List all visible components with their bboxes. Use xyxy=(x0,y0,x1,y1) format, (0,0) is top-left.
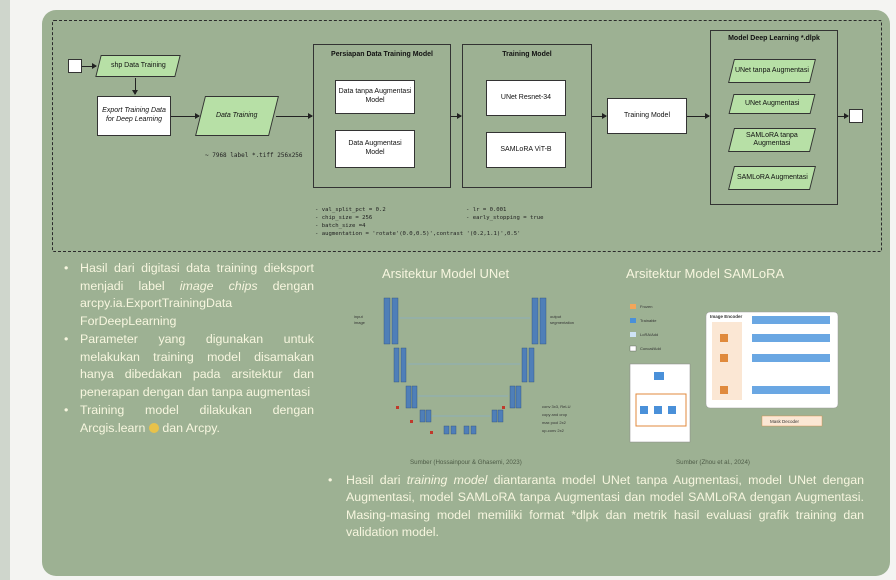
arrow-prep-train xyxy=(451,113,462,119)
out-samlora-aug: SAMLoRA Augmentasi xyxy=(728,166,816,190)
out-samlora-no-aug: SAMLoRA tanpa Augmentasi xyxy=(728,128,816,152)
arrow-export-data xyxy=(171,113,200,119)
arrow-model-output xyxy=(687,113,710,119)
svg-text:output: output xyxy=(550,314,562,319)
arrow-start xyxy=(82,63,97,69)
svg-text:image: image xyxy=(354,320,366,325)
train-title: Training Model xyxy=(502,51,552,58)
params-left: - val_split_pct = 0.2 - chip_size = 256 … xyxy=(315,207,521,238)
samlora-title: Arsitektur Model SAMLoRA xyxy=(626,266,785,281)
prep-aug-box: Data Augmentasi Model xyxy=(335,130,415,168)
svg-text:conv 3x3, ReLU: conv 3x3, ReLU xyxy=(542,404,571,409)
end-terminal xyxy=(849,109,863,123)
samlora-box: SAMLoRA ViT-B xyxy=(486,132,566,168)
arrow-data-prep xyxy=(276,113,313,119)
params-right: - lr = 0.001 - early_stopping = true xyxy=(466,207,544,222)
arcgis-emoji-icon xyxy=(148,422,159,433)
svg-text:max pool 2x2: max pool 2x2 xyxy=(542,420,567,425)
data-training-note: ~ 7968 label *.tiff 256x256 xyxy=(205,152,303,159)
legend-lora: LoRA/Add xyxy=(640,332,658,337)
training-model-box: Training Model xyxy=(607,98,687,134)
summary-paragraph: Hasil dari training model diantaranta mo… xyxy=(324,472,864,541)
left-border-strip xyxy=(0,0,10,580)
prep-no-aug-box: Data tanpa Augmentasi Model xyxy=(335,80,415,114)
svg-text:copy and crop: copy and crop xyxy=(542,412,568,417)
prep-title: Persiapan Data Training Model xyxy=(331,51,433,58)
legend-trainable: Trainable xyxy=(640,318,657,323)
bullet-item-export: Hasil dari digitasi data training dieksp… xyxy=(58,260,314,330)
svg-text:segmentation: segmentation xyxy=(550,320,574,325)
unet-resnet-box: UNet Resnet-34 xyxy=(486,80,566,116)
export-training-box: Export Training Data for Deep Learning xyxy=(97,96,171,136)
samlora-source: Sumber (Zhou et al., 2024) xyxy=(676,459,750,466)
svg-text:input: input xyxy=(354,314,364,319)
arrow-end xyxy=(838,113,849,119)
out-unet-aug: UNet Augmentasi xyxy=(728,94,816,114)
unet-source: Sumber (Hossainpour & Ghasemi, 2023) xyxy=(410,459,522,466)
training-workflow-diagram xyxy=(52,20,882,252)
arrow-train-model xyxy=(592,113,607,119)
bullet-item-training-tools: Training model dilakukan dengan Arcgis.l… xyxy=(58,402,314,437)
data-training: Data Training xyxy=(195,96,279,136)
shp-data-training: shp Data Training xyxy=(95,55,181,77)
out-unet-no-aug: UNet tanpa Augmentasi xyxy=(728,59,816,83)
legend-concat: Concat/Add xyxy=(640,346,661,351)
svg-text:up-conv 2x2: up-conv 2x2 xyxy=(542,428,565,433)
output-title: Model Deep Learning *.dlpk xyxy=(728,35,820,42)
bullet-item-parameter: Parameter yang digunakan untuk melakukan… xyxy=(58,331,314,401)
bullet-list: Hasil dari digitasi data training dieksp… xyxy=(58,260,314,438)
start-terminal xyxy=(68,59,82,73)
samlora-architecture-figure: Frozen Trainable LoRA/Add Concat/Add Ima… xyxy=(629,304,839,443)
legend-frozen: Frozen xyxy=(640,304,652,309)
image-encoder-label: Image Encoder xyxy=(710,314,743,319)
mask-decoder-label: Mask Decoder xyxy=(770,419,800,424)
arrow-shp-export xyxy=(132,78,138,95)
unet-title: Arsitektur Model UNet xyxy=(382,266,510,281)
